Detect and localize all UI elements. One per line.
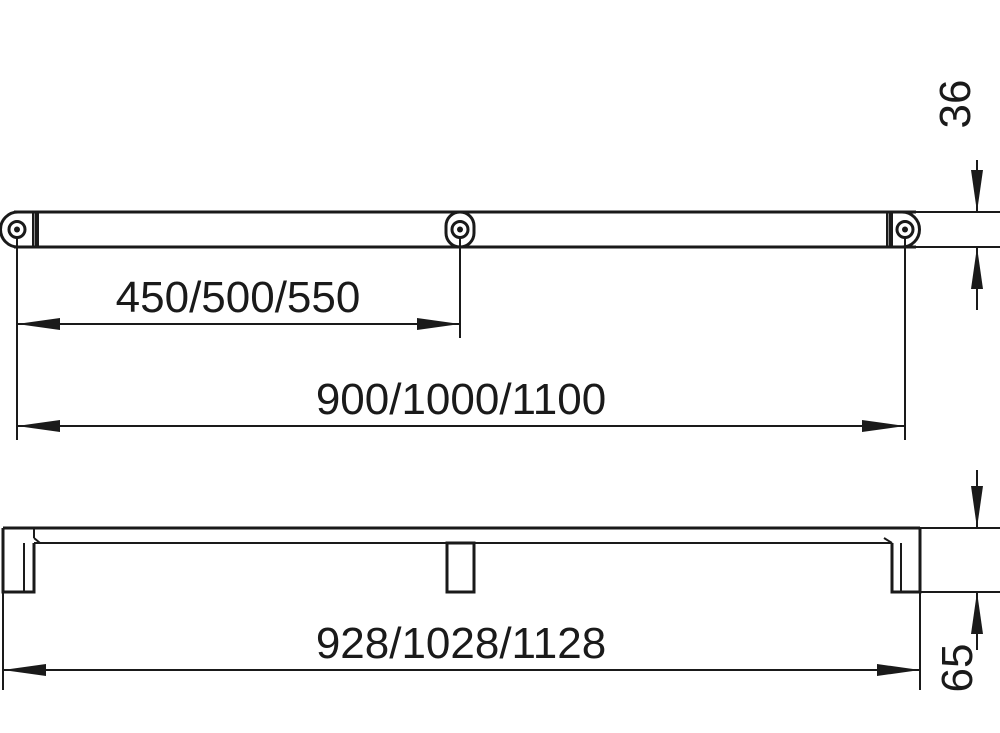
top-view: 450/500/550 900/1000/1100 36 bbox=[0, 80, 1000, 440]
right-mount bbox=[886, 210, 921, 249]
depth-label: 65 bbox=[933, 644, 982, 693]
top-height-label: 36 bbox=[931, 80, 980, 129]
right-leg bbox=[890, 528, 922, 594]
dimension-top-height: 36 bbox=[931, 80, 983, 310]
left-leg bbox=[1, 528, 36, 594]
center-post bbox=[445, 541, 476, 594]
overall-length-label: 928/1028/1128 bbox=[316, 619, 606, 668]
dimension-full-length: 900/1000/1100 bbox=[17, 375, 905, 432]
half-length-label: 450/500/550 bbox=[116, 273, 361, 322]
front-view: 928/1028/1128 65 bbox=[1, 470, 1000, 692]
dimension-half-length: 450/500/550 bbox=[17, 273, 460, 330]
dimension-depth: 65 bbox=[933, 470, 983, 692]
left-mount bbox=[0, 210, 39, 249]
dimension-overall-length: 928/1028/1128 bbox=[3, 619, 920, 676]
full-length-label: 900/1000/1100 bbox=[316, 375, 606, 424]
